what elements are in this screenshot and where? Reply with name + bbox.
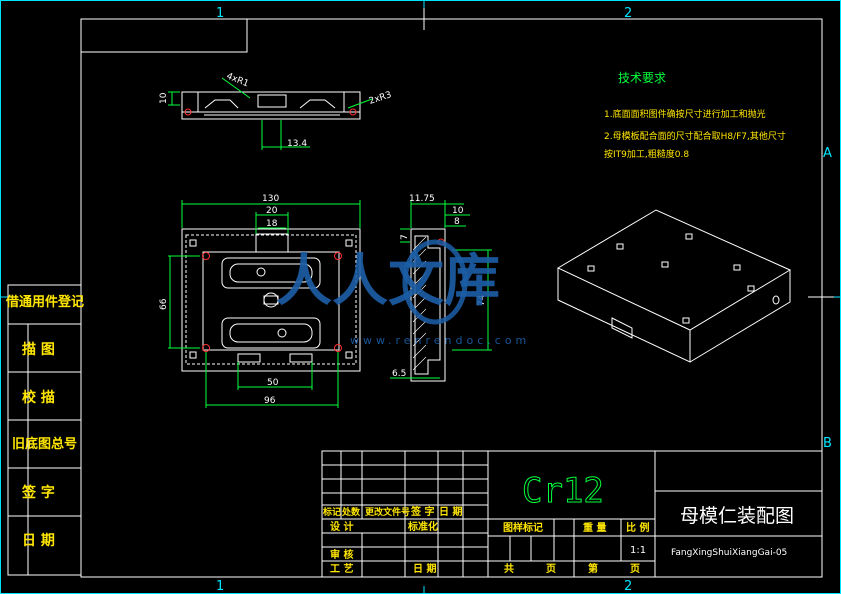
dim-top-callout-1: 4xR1 [225,72,250,90]
dim-side-7: 7 [400,234,410,240]
left-col-r4: 旧底图总号 [12,436,77,452]
tb-mark-col5: 日 期 [439,505,462,518]
dim-side-top: 11.75 [409,194,435,204]
tb-weight-label: 重 量 [583,521,606,534]
left-col-r2: 描 图 [22,341,55,358]
tb-page-label: 页 [546,563,556,575]
tb-stage-label: 图样标记 [503,521,543,534]
tb-material: Cr12 [522,471,604,511]
dim-front-width-20: 20 [266,206,278,216]
dim-side-6-5: 6.5 [392,369,406,379]
dim-side-8: 8 [454,217,460,227]
tb-mark-col1: 标记 [322,506,341,518]
left-col-r6: 日 期 [22,533,55,549]
dim-front-bottom-50: 50 [267,378,279,388]
tb-mark-col2: 处数 [341,506,361,518]
tb-scale-label: 比 例 [626,521,649,534]
tb-date: 日 期 [413,562,436,575]
tb-drawing-name: 母模仁装配图 [680,505,794,527]
title-block [321,450,823,578]
isometric-view [556,209,792,363]
tb-mark-col3: 更改文件号 [365,506,410,518]
dim-front-width-total: 130 [262,194,279,204]
side-section-view [390,200,492,382]
left-registry-column [7,284,82,576]
dim-front-width-18: 18 [266,219,278,229]
dim-top-height: 10 [159,92,169,104]
zone-right-a: A [823,146,832,161]
tb-drawing-code: FangXingShuiXiangGai-05 [671,548,787,558]
dim-side-74: 74 [477,294,487,306]
tb-design: 设 计 [330,520,353,533]
dim-top-width: 13.4 [287,139,307,149]
zone-top-2: 2 [624,6,632,21]
watermark-logo [402,239,468,325]
dim-top-callout-2: 2xR3 [368,90,393,107]
tb-process: 工 艺 [330,562,353,575]
dim-side-10: 10 [452,206,464,216]
dim-front-bottom-96: 96 [264,396,276,406]
watermark-url: www.renrendoc.com [350,334,530,347]
tech-req-heading: 技术要求 [618,71,666,85]
left-col-r3: 校 描 [22,389,55,406]
tb-review: 审 核 [330,548,353,561]
tb-standardize: 标准化 [407,520,438,533]
tb-total-label: 共 [504,562,514,575]
tech-req-line3: 按IT9加工,粗糙度0.8 [604,148,689,160]
tech-req-line1: 1.底面面积图件确按尺寸进行加工和抛光 [604,108,766,120]
top-section-view [168,77,373,150]
zone-bottom-2: 2 [624,579,632,594]
tb-scale-value: 1:1 [630,545,646,556]
tb-sheet-page-label: 页 [630,563,640,575]
tb-sheet-label: 第 [588,562,598,575]
front-plan-view [168,200,361,408]
zone-top-1: 1 [216,6,224,21]
zone-right-b: B [823,436,832,451]
left-col-r5: 签 字 [21,484,55,501]
left-col-r1: 借通用件登记 [5,294,84,310]
zone-bottom-1: 1 [216,579,224,594]
tech-req-line2: 2.母模板配合面的尺寸配合取H8/F7,其他尺寸 [604,130,786,142]
tb-mark-col4: 签 字 [410,505,434,518]
watermark-text: 人人文库 [276,249,500,314]
dim-front-height: 66 [159,298,169,310]
